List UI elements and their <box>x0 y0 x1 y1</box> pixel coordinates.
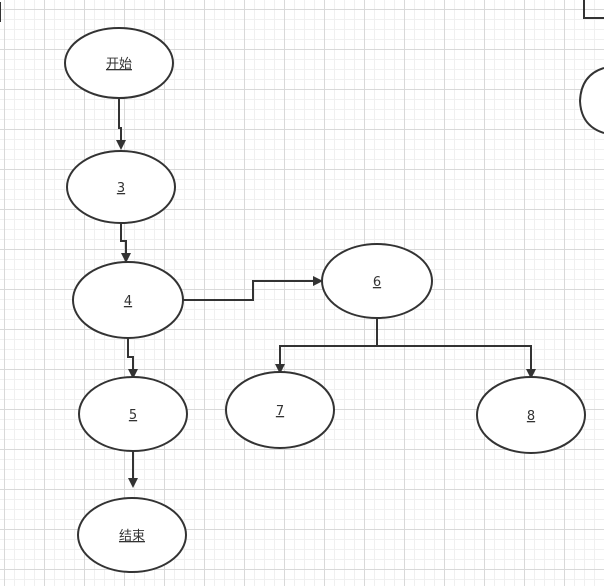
node-3-label: 3 <box>117 181 125 196</box>
node-5[interactable]: 5 <box>78 376 188 452</box>
node-7-label: 7 <box>276 404 284 419</box>
edge-6-to-8[interactable] <box>377 345 536 379</box>
edge-4-to-6[interactable] <box>183 276 323 301</box>
node-start[interactable]: 开始 <box>64 27 174 99</box>
node-8[interactable]: 8 <box>476 376 586 454</box>
edge-6-to-7[interactable] <box>275 318 378 374</box>
node-start-label: 开始 <box>106 57 132 72</box>
node-end[interactable]: 结束 <box>77 497 187 573</box>
node-4[interactable]: 4 <box>72 261 184 339</box>
edge-4-to-5[interactable] <box>127 337 138 379</box>
node-4-label: 4 <box>124 294 132 309</box>
partial-shape-top-right <box>583 0 604 19</box>
node-6-label: 6 <box>373 275 381 290</box>
node-7[interactable]: 7 <box>225 371 335 449</box>
node-5-label: 5 <box>129 408 137 423</box>
edge-start-to-3[interactable] <box>116 97 126 150</box>
edge-3-to-4[interactable] <box>120 223 131 263</box>
node-end-label: 结束 <box>119 529 145 544</box>
partial-ellipse-right <box>578 67 604 134</box>
node-8-label: 8 <box>527 409 535 424</box>
node-6[interactable]: 6 <box>321 243 433 319</box>
node-3[interactable]: 3 <box>66 150 176 224</box>
